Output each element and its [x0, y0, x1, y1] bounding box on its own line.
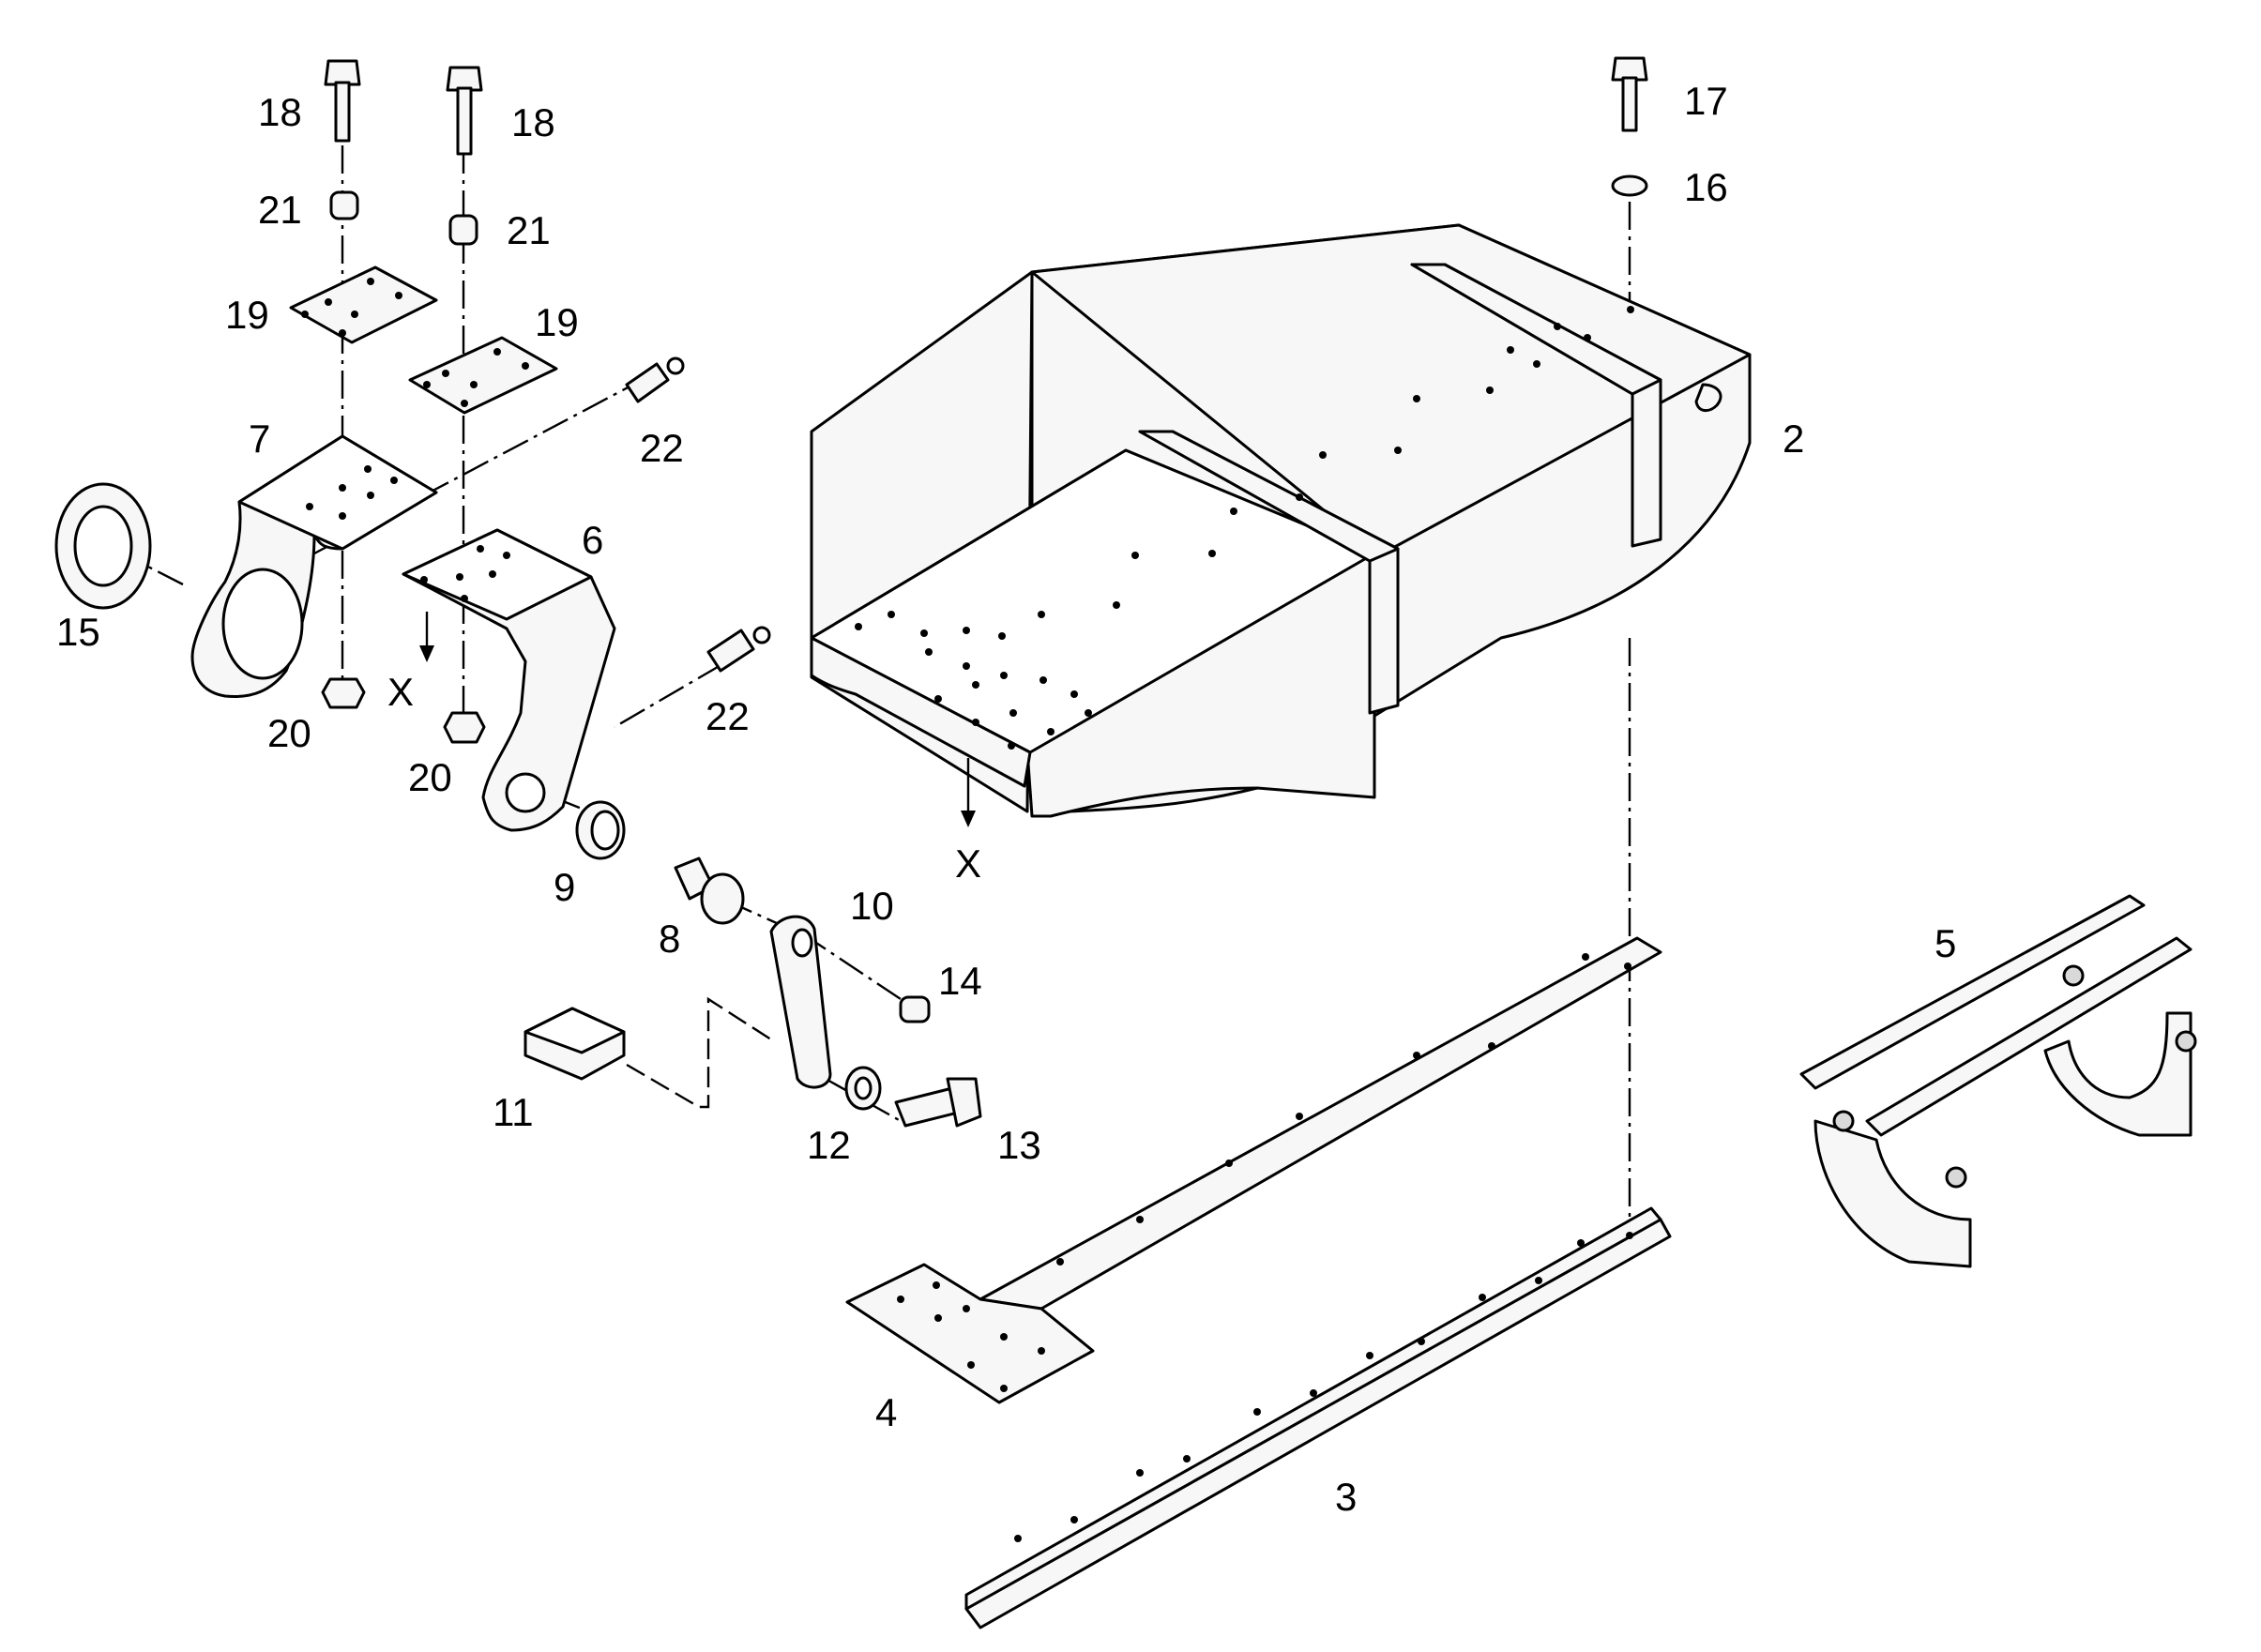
label-x-left: X	[387, 670, 414, 714]
label-16: 16	[1684, 165, 1728, 209]
part-7-pivot-bracket	[190, 434, 438, 699]
label-12: 12	[807, 1123, 851, 1167]
part-14-screw	[899, 995, 931, 1023]
part-2-main-frame	[810, 223, 1752, 827]
part-20-nut-left	[321, 677, 366, 709]
part-17-bolt	[1611, 56, 1648, 132]
label-21-left: 21	[258, 188, 302, 232]
label-5: 5	[1935, 921, 1956, 965]
label-10: 10	[850, 884, 894, 928]
label-19-left: 19	[225, 293, 269, 337]
label-22-upper: 22	[640, 426, 684, 470]
label-6: 6	[582, 518, 603, 562]
part-22-nipple-upper	[625, 356, 685, 403]
label-22-lower: 22	[706, 694, 750, 738]
part-19-plate-right	[408, 336, 558, 415]
label-20-right: 20	[408, 755, 452, 799]
label-3: 3	[1335, 1475, 1357, 1519]
label-4: 4	[875, 1390, 897, 1434]
part-5-clamp-assembly	[1799, 894, 2197, 1268]
label-18-left: 18	[258, 90, 302, 134]
part-18-bolt-right	[446, 66, 483, 156]
label-21-right: 21	[507, 208, 551, 252]
label-14: 14	[938, 959, 982, 1003]
label-x-right: X	[955, 841, 981, 886]
label-9: 9	[554, 865, 575, 909]
part-20-nut-right	[443, 711, 486, 744]
part-3-long-strip	[964, 1206, 1672, 1629]
part-13-bolt	[894, 1077, 982, 1128]
part-labels: 2 3 4 5 6 7 8 9 10 11 12 13 14 15 16 17 …	[56, 79, 1956, 1519]
part-18-bolt-left	[324, 59, 361, 143]
part-16-washer	[1611, 174, 1648, 197]
label-13: 13	[997, 1123, 1041, 1167]
part-10-link-plate	[769, 915, 832, 1089]
part-8-pivot-pin	[674, 856, 745, 925]
label-2: 2	[1783, 417, 1804, 461]
label-20-left: 20	[267, 711, 311, 755]
part-11-block	[524, 1007, 626, 1081]
part-4-strip-with-plate	[845, 936, 1662, 1404]
part-22-nipple-lower	[706, 626, 771, 673]
label-18-right: 18	[511, 100, 555, 144]
label-15: 15	[56, 610, 100, 654]
part-19-plate-left	[289, 265, 438, 344]
part-6-bracket	[402, 528, 616, 832]
label-7: 7	[249, 417, 270, 461]
part-15-bushing	[54, 482, 152, 610]
label-11: 11	[493, 1090, 534, 1134]
label-17: 17	[1684, 79, 1728, 123]
part-12-washer	[844, 1066, 882, 1111]
label-8: 8	[659, 917, 680, 961]
part-21-nut-left	[329, 190, 359, 220]
part-21-nut-right	[448, 214, 478, 246]
label-19-right: 19	[535, 300, 579, 344]
part-9-spring	[575, 800, 626, 860]
